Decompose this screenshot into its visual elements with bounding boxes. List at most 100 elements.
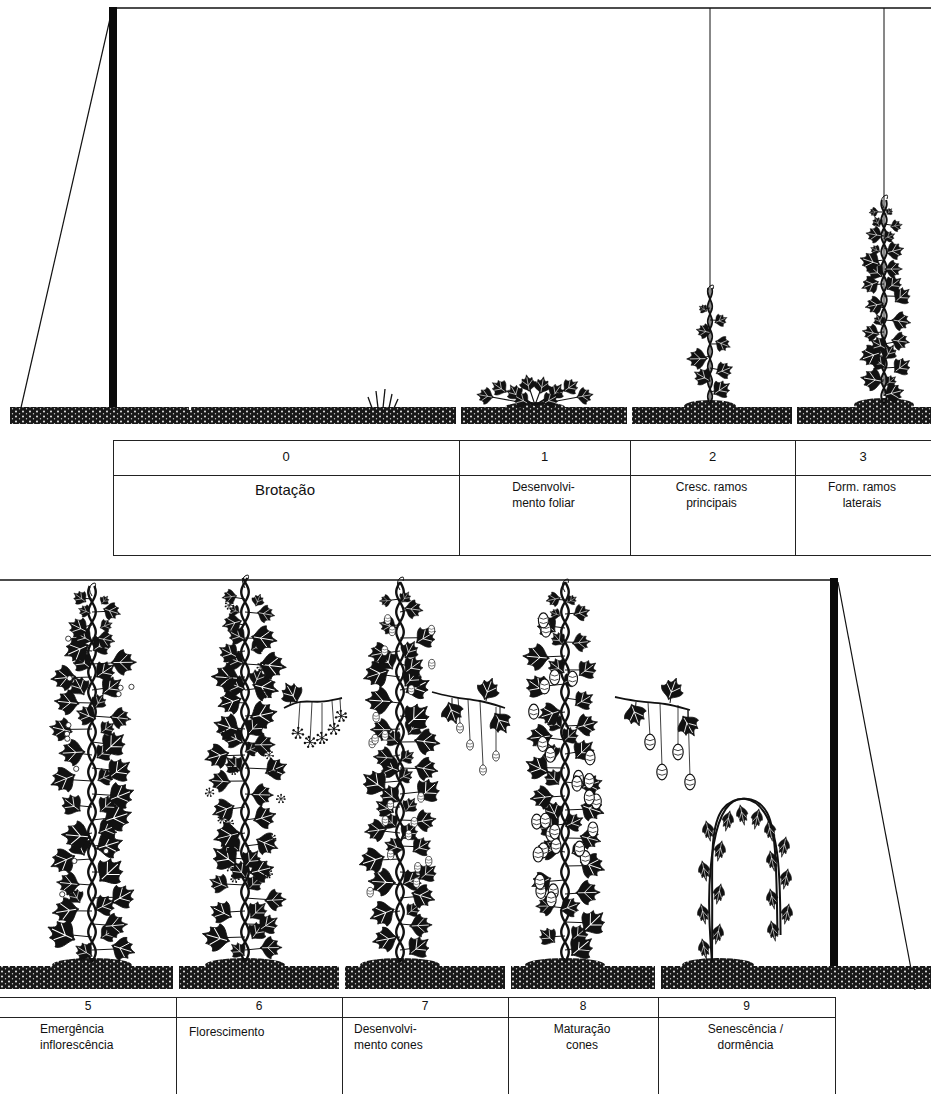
- flower-tip: [264, 870, 266, 872]
- flower-tip: [274, 835, 276, 837]
- flower-bristle: [232, 876, 235, 879]
- inflorescence-bud: [103, 848, 108, 853]
- leaf-vein: [212, 774, 230, 789]
- flower-tip: [258, 669, 260, 671]
- hop-leaf: [764, 850, 780, 873]
- cone-body: [538, 613, 548, 628]
- hop-leaf: [861, 322, 882, 343]
- leaf-vein: [261, 656, 283, 675]
- hop-leaf: [102, 912, 129, 939]
- cone-bract: [390, 629, 395, 633]
- flower-tip: [220, 822, 222, 824]
- hop-leaf: [46, 763, 80, 797]
- hop-cone: [657, 764, 667, 780]
- hop-cone: [408, 685, 414, 695]
- flower-tip: [212, 789, 214, 791]
- leaf-vein: [868, 229, 882, 241]
- hop-leaf: [260, 936, 282, 958]
- leaf-blade: [111, 649, 137, 675]
- flower-tip: [305, 737, 307, 739]
- leaf-blade: [367, 867, 397, 897]
- leaf-vein: [59, 876, 78, 892]
- flower-tip: [218, 816, 220, 818]
- leaf-vein: [767, 852, 777, 869]
- leaf-blade: [474, 674, 503, 703]
- hop-leaf: [95, 725, 133, 763]
- hop-bine: [881, 200, 886, 404]
- cone-bract: [573, 781, 581, 787]
- flower-tip: [225, 820, 227, 822]
- flower-tip: [267, 835, 269, 837]
- hop-cone: [367, 887, 373, 897]
- hop-leaf: [409, 913, 433, 937]
- stage-number: 9: [743, 999, 750, 1015]
- flower-tip: [223, 822, 225, 824]
- cone-body: [550, 824, 560, 839]
- leaf-vein: [77, 706, 96, 724]
- hop-flower: [316, 732, 328, 744]
- hop-cone: [428, 625, 434, 635]
- flower-tip: [235, 881, 237, 883]
- stage-name-slot: Maturação cones: [508, 1022, 658, 1053]
- leaf-blade: [276, 677, 307, 708]
- leaf-blade: [881, 372, 900, 391]
- hop-leaf: [696, 860, 712, 883]
- leaf-vein: [886, 208, 893, 215]
- hop-plants: [42, 195, 916, 966]
- flower-bristle: [272, 769, 275, 771]
- leaf-vein: [862, 277, 879, 292]
- hop-cone: [540, 813, 550, 828]
- leaf-blade: [71, 938, 98, 965]
- leaf-vein: [241, 849, 261, 869]
- flower-tip: [266, 689, 268, 691]
- hop-flower: [221, 730, 231, 740]
- leaf-vein: [204, 927, 229, 949]
- hop-leaf: [534, 923, 561, 950]
- leaf-vein: [73, 591, 87, 605]
- inflorescence-bud: [116, 691, 121, 696]
- stage-cell: 6Florescimento: [176, 997, 342, 1094]
- leaf-vein: [48, 921, 76, 947]
- stage-name-slot: Desenvolvi- mento cones: [342, 1022, 508, 1053]
- leaf-vein: [215, 716, 239, 737]
- inflorescence-bud: [66, 723, 71, 728]
- leaf-blade: [861, 322, 882, 343]
- leaf-blade: [372, 746, 395, 769]
- leaf-blade: [711, 883, 727, 906]
- flower-tip: [276, 798, 278, 800]
- flower-bristle: [210, 790, 213, 792]
- table-rule: [113, 555, 931, 556]
- stage-name: Emergência inflorescência: [40, 1022, 130, 1053]
- hop-leaf: [251, 783, 274, 806]
- leaf-vein: [884, 385, 902, 401]
- leaf-blade: [544, 590, 562, 608]
- flower-bristle: [225, 823, 229, 824]
- leaf-vein: [768, 922, 778, 939]
- flower-bristle: [225, 731, 226, 735]
- cone-body: [429, 659, 435, 669]
- leaf-blade: [60, 820, 92, 852]
- leaf-vein: [219, 643, 239, 662]
- cone-stalk: [496, 707, 497, 751]
- leaf-vein: [562, 379, 578, 395]
- leaf-blade: [205, 896, 237, 928]
- leaf-blade: [365, 897, 399, 931]
- flower-bristle: [268, 871, 271, 874]
- leaf-vein: [216, 825, 240, 846]
- hop-leaf: [535, 699, 565, 729]
- hop-leaf: [529, 784, 555, 810]
- hop-cone: [405, 830, 411, 840]
- cone-body: [418, 793, 424, 803]
- leaf-vein: [526, 648, 547, 666]
- flower-tip: [335, 733, 337, 735]
- leaf-blade: [764, 888, 780, 911]
- leaf-vein: [247, 901, 267, 921]
- leaf-vein: [230, 942, 247, 958]
- leaf-vein: [79, 606, 91, 617]
- leaf-vein: [416, 760, 436, 777]
- flower-tip: [268, 769, 270, 771]
- cone-stalk: [468, 700, 470, 740]
- inflorescence-bud: [72, 858, 77, 863]
- hop-leaf: [697, 302, 710, 315]
- leaf-blade: [208, 769, 232, 793]
